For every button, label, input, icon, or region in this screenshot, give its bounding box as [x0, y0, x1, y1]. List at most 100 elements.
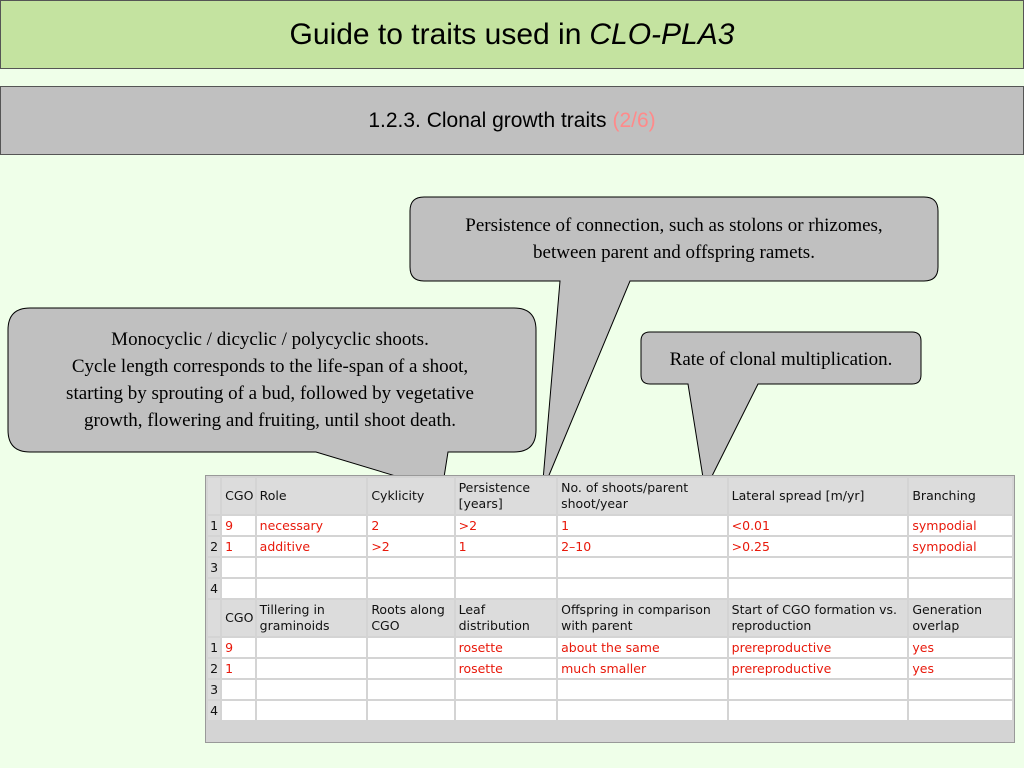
column-header: CGO	[222, 478, 255, 514]
callout-line: Cycle length corresponds to the life-spa…	[71, 356, 469, 377]
table-cell[interactable]: 1	[222, 537, 255, 556]
table-cell[interactable]: sympodial	[909, 516, 1012, 535]
persistence-callout-shape	[409, 196, 939, 493]
table-cell[interactable]	[222, 558, 255, 577]
column-header: Role	[256, 478, 367, 514]
table-cell[interactable]	[368, 659, 454, 678]
table-cell[interactable]	[368, 579, 454, 598]
table-cell[interactable]	[455, 558, 557, 577]
column-header: Tillering in graminoids	[256, 600, 367, 636]
corner-cell	[208, 478, 221, 514]
table-cell[interactable]	[455, 701, 557, 720]
title-prefix: Guide to traits used in	[289, 17, 582, 51]
table-cell[interactable]: 1	[222, 659, 255, 678]
table-cell[interactable]	[256, 659, 367, 678]
table-cell[interactable]: >2	[368, 537, 454, 556]
section-heading: 1.2.3. Clonal growth traits(2/6)	[0, 86, 1024, 155]
table-cell[interactable]: rosette	[455, 638, 557, 657]
persistence-callout: Persistence of connection, such as stolo…	[412, 212, 936, 266]
column-header: No. of shoots/parent shoot/year	[558, 478, 727, 514]
column-header: Branching	[909, 478, 1012, 514]
table-cell[interactable]	[368, 701, 454, 720]
table-cell[interactable]: 2–10	[558, 537, 727, 556]
table-cell[interactable]	[368, 558, 454, 577]
table-cell[interactable]	[222, 701, 255, 720]
table-cell[interactable]: 1	[558, 516, 727, 535]
table-cell[interactable]: 2	[368, 516, 454, 535]
row-number: 2	[208, 537, 221, 556]
table-cell[interactable]: much smaller	[558, 659, 727, 678]
table-cell[interactable]: about the same	[558, 638, 727, 657]
table-cell[interactable]: sympodial	[909, 537, 1012, 556]
column-header: Persistence [years]	[455, 478, 557, 514]
table-row: 2 1 rosette much smaller prereproductive…	[208, 659, 1012, 678]
table-row: 3	[208, 558, 1012, 577]
row-number: 1	[208, 638, 221, 657]
table-cell[interactable]: >0.25	[728, 537, 908, 556]
row-number: 4	[208, 579, 221, 598]
table-cell[interactable]	[222, 579, 255, 598]
cyclicity-callout: Monocyclic / dicyclic / polycyclic shoot…	[10, 326, 530, 434]
row-number: 4	[208, 701, 221, 720]
section-title: 1.2.3. Clonal growth traits	[368, 108, 607, 132]
table-cell[interactable]	[728, 701, 908, 720]
title-emphasis: CLO-PLA3	[589, 17, 735, 51]
table-cell[interactable]: rosette	[455, 659, 557, 678]
table-cell[interactable]	[256, 701, 367, 720]
table-cell[interactable]: <0.01	[728, 516, 908, 535]
table-cell[interactable]	[909, 680, 1012, 699]
table-cell[interactable]: prereproductive	[728, 638, 908, 657]
table-cell[interactable]	[368, 680, 454, 699]
table-cell[interactable]	[256, 579, 367, 598]
table-cell[interactable]: additive	[256, 537, 367, 556]
table-cell[interactable]: >2	[455, 516, 557, 535]
callout-line: between parent and offspring ramets.	[533, 242, 815, 263]
table-cell[interactable]: yes	[909, 638, 1012, 657]
table2-header-row: CGO Tillering in graminoids Roots along …	[208, 600, 1012, 636]
table-cell[interactable]	[455, 579, 557, 598]
table-cell[interactable]: yes	[909, 659, 1012, 678]
table-row: 3	[208, 680, 1012, 699]
table1-header-row: CGO Role Cyklicity Persistence [years] N…	[208, 478, 1012, 514]
table-cell[interactable]	[558, 701, 727, 720]
table-cell[interactable]	[558, 558, 727, 577]
column-header: Cyklicity	[368, 478, 454, 514]
table-row: 1 9 rosette about the same prereproducti…	[208, 638, 1012, 657]
table-cell[interactable]	[909, 579, 1012, 598]
corner-cell	[208, 600, 221, 636]
table-row: 1 9 necessary 2 >2 1 <0.01 sympodial	[208, 516, 1012, 535]
table-cell[interactable]: prereproductive	[728, 659, 908, 678]
column-header: Lateral spread [m/yr]	[728, 478, 908, 514]
table-cell[interactable]	[558, 680, 727, 699]
traits-table: CGO Role Cyklicity Persistence [years] N…	[206, 476, 1014, 722]
table-cell[interactable]	[256, 680, 367, 699]
table-cell[interactable]	[728, 680, 908, 699]
table-cell[interactable]	[455, 680, 557, 699]
table-cell[interactable]	[728, 579, 908, 598]
table-cell[interactable]: 1	[455, 537, 557, 556]
callout-line: Persistence of connection, such as stolo…	[465, 215, 883, 236]
table-cell[interactable]	[558, 579, 727, 598]
column-header: CGO	[222, 600, 255, 636]
cyclicity-callout-shape	[7, 307, 537, 491]
section-page: (2/6)	[612, 108, 656, 132]
table-row: 4	[208, 701, 1012, 720]
table-cell[interactable]	[909, 558, 1012, 577]
table-cell[interactable]	[368, 638, 454, 657]
table-cell[interactable]	[909, 701, 1012, 720]
table-cell[interactable]: 9	[222, 638, 255, 657]
column-header: Roots along CGO	[368, 600, 454, 636]
row-number: 2	[208, 659, 221, 678]
table-cell[interactable]	[222, 680, 255, 699]
column-header: Offspring in comparison with parent	[558, 600, 727, 636]
column-header: Leaf distribution	[455, 600, 557, 636]
column-header: Start of CGO formation vs. reproduction	[728, 600, 908, 636]
table-cell[interactable]	[256, 638, 367, 657]
traits-spreadsheet: CGO Role Cyklicity Persistence [years] N…	[205, 475, 1015, 743]
table-cell[interactable]	[256, 558, 367, 577]
table-cell[interactable]: 9	[222, 516, 255, 535]
callout-line: Monocyclic / dicyclic / polycyclic shoot…	[111, 329, 429, 350]
table-cell[interactable]	[728, 558, 908, 577]
table-cell[interactable]: necessary	[256, 516, 367, 535]
